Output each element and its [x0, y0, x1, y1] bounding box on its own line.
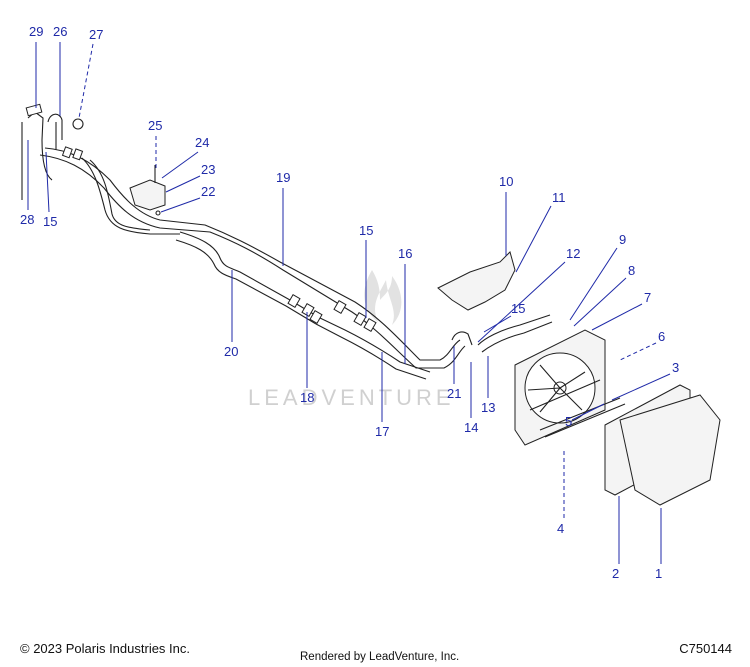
callout-2[interactable]: 2 — [612, 566, 619, 581]
rendered-by-text: Rendered by LeadVenture, Inc. — [300, 651, 460, 663]
callout-7[interactable]: 7 — [644, 290, 651, 305]
radiator — [539, 384, 721, 506]
callout-13[interactable]: 13 — [481, 400, 495, 415]
diagram-id: C750144 — [679, 641, 732, 656]
callout-11[interactable]: 11 — [552, 190, 566, 205]
copyright-text: © 2023 Polaris Industries Inc. — [20, 641, 190, 656]
callout-16[interactable]: 16 — [398, 246, 412, 261]
callout-15-mid[interactable]: 15 — [359, 223, 373, 238]
fan-assembly — [514, 329, 606, 446]
callout-22[interactable]: 22 — [201, 184, 215, 199]
watermark-text: LEADVENTURE — [248, 385, 455, 410]
callout-20[interactable]: 20 — [224, 344, 238, 359]
callout-14[interactable]: 14 — [464, 420, 478, 435]
callout-10[interactable]: 10 — [499, 174, 513, 189]
callout-25[interactable]: 25 — [148, 118, 162, 133]
callout-29[interactable]: 29 — [29, 24, 43, 39]
watermark: LEADVENTURE — [248, 270, 455, 410]
callout-28[interactable]: 28 — [20, 212, 34, 227]
deflector-panel — [437, 251, 516, 311]
callout-23[interactable]: 23 — [201, 162, 215, 177]
callout-26[interactable]: 26 — [53, 24, 67, 39]
callout-3[interactable]: 3 — [672, 360, 679, 375]
callout-9[interactable]: 9 — [619, 232, 626, 247]
callout-27[interactable]: 27 — [89, 27, 103, 42]
callout-17[interactable]: 17 — [375, 424, 389, 439]
callout-21[interactable]: 21 — [447, 386, 461, 401]
coolant-lines — [21, 103, 553, 380]
callout-19[interactable]: 19 — [276, 170, 290, 185]
callout-6[interactable]: 6 — [658, 329, 665, 344]
callout-12[interactable]: 12 — [566, 246, 580, 261]
callout-15-left[interactable]: 15 — [43, 214, 57, 229]
callout-5[interactable]: 5 — [565, 414, 572, 429]
callouts: 29 26 27 28 15 25 24 23 22 19 20 18 — [20, 24, 679, 581]
mount-bracket — [129, 165, 166, 216]
callout-1[interactable]: 1 — [655, 566, 662, 581]
callout-8[interactable]: 8 — [628, 263, 635, 278]
callout-15-right[interactable]: 15 — [511, 301, 525, 316]
callout-18[interactable]: 18 — [300, 390, 314, 405]
callout-24[interactable]: 24 — [195, 135, 209, 150]
callout-4[interactable]: 4 — [557, 521, 564, 536]
